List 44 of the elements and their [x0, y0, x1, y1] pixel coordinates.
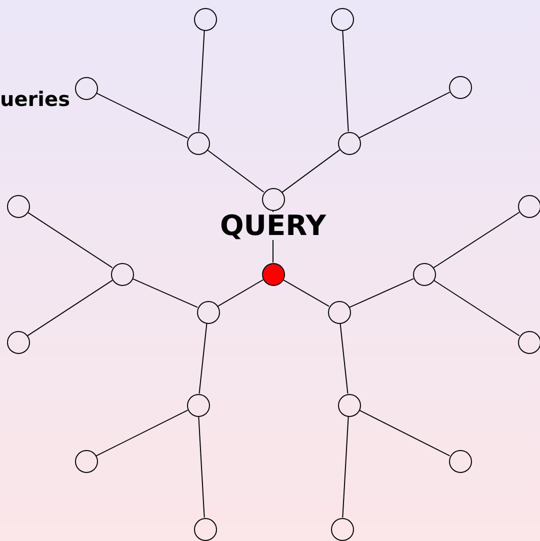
circle-node — [518, 194, 540, 218]
connector-line — [198, 30, 205, 132]
circle-node — [194, 8, 216, 30]
label-text: ueries — [0, 89, 70, 109]
connector-line — [433, 212, 520, 268]
connector-line — [132, 278, 198, 308]
connector-line — [27, 212, 113, 268]
circle-node — [338, 394, 360, 416]
circle-node — [448, 76, 472, 98]
label-text: QUERY — [220, 212, 326, 240]
connector-line — [27, 280, 113, 336]
connector-line — [358, 92, 450, 138]
connector-line — [198, 322, 208, 394]
connector-line — [96, 410, 188, 456]
connector-line — [349, 278, 414, 308]
circle-node — [186, 132, 210, 154]
circle-node — [186, 394, 210, 416]
circle-node — [518, 330, 540, 354]
circle-node — [74, 450, 98, 472]
circle-node — [448, 450, 472, 472]
circle-node — [110, 262, 134, 286]
connector-line — [217, 279, 264, 307]
circle-node — [330, 8, 354, 30]
connector-line — [206, 149, 264, 193]
connector-line — [198, 416, 205, 518]
query-dot — [262, 262, 284, 286]
circle-node — [328, 300, 350, 324]
circle-node — [330, 518, 354, 540]
circle-node — [196, 300, 220, 324]
connector-line — [340, 322, 348, 394]
circle-node — [74, 76, 98, 100]
circle-node — [338, 132, 360, 154]
circle-node — [412, 262, 436, 286]
connector-line — [433, 280, 520, 336]
connector-line — [342, 416, 349, 518]
connector-line — [342, 30, 349, 132]
connector-line — [282, 149, 340, 193]
connector-line — [358, 410, 450, 456]
connector-line — [96, 92, 188, 138]
circle-node — [262, 188, 284, 210]
circle-node — [194, 518, 216, 540]
connector-line — [282, 279, 330, 307]
circle-node — [6, 330, 30, 354]
circle-node — [6, 194, 30, 218]
